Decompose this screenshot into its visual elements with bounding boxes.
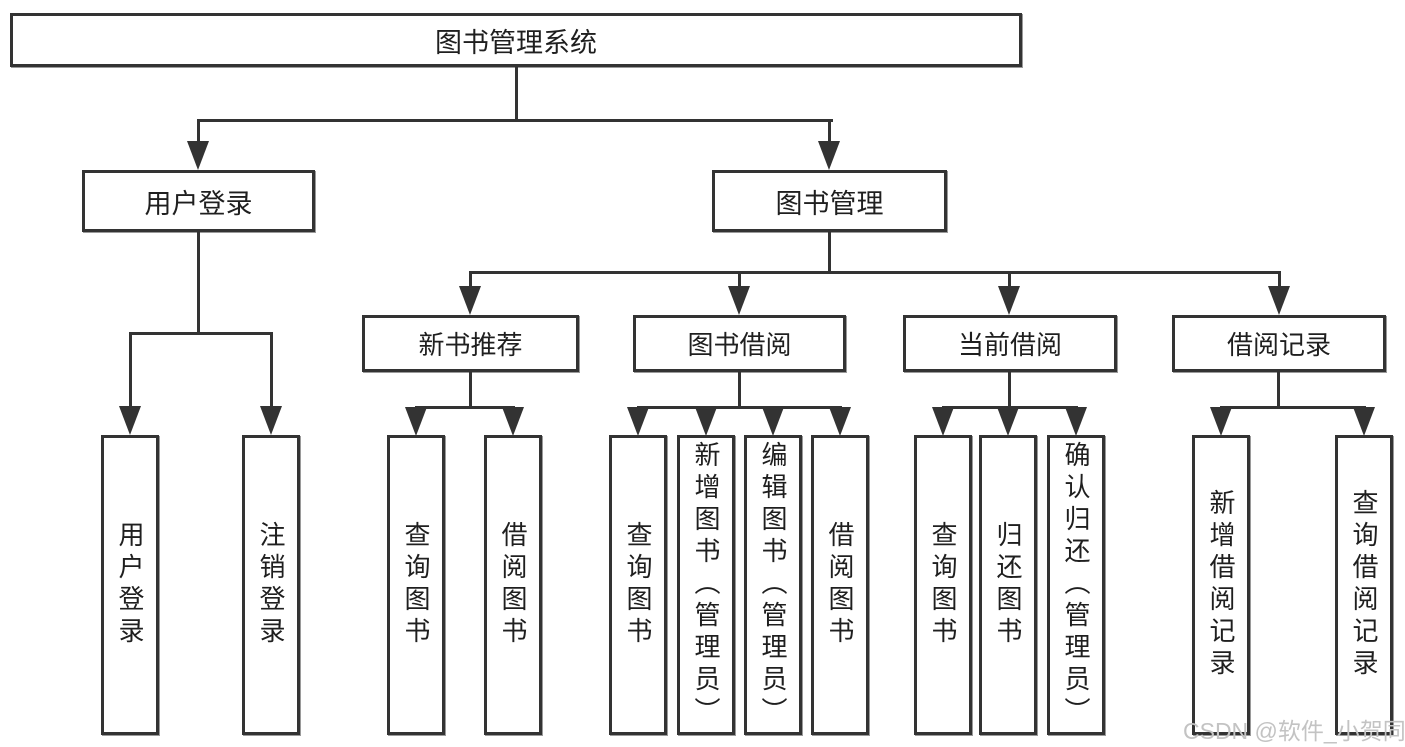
connector <box>828 119 831 145</box>
csdn-watermark: CSDN @软件_小贺同学 <box>1183 718 1405 744</box>
node-leaf-add-borrow-record: 新增借阅记录 <box>1192 435 1250 735</box>
connector <box>1008 371 1011 409</box>
node-book-management: 图书管理 <box>712 170 947 232</box>
node-label: 图书管理 <box>775 188 884 219</box>
node-label: 查询图书 <box>401 521 431 649</box>
node-label: 注销登录 <box>256 521 286 649</box>
node-label: 新书推荐 <box>418 330 523 360</box>
node-leaf-add-books-admin: 新增图书（管理员） <box>677 435 735 735</box>
node-leaf-logout: 注销登录 <box>242 435 300 735</box>
node-borrow-record: 借阅记录 <box>1172 315 1386 372</box>
node-leaf-query-books-current: 查询图书 <box>914 435 972 735</box>
node-label: 归还图书 <box>993 521 1023 649</box>
connector <box>469 271 472 289</box>
arrow-down-icon <box>728 286 750 315</box>
arrow-down-icon <box>932 407 954 436</box>
node-label: 查询图书 <box>928 521 958 649</box>
connector <box>197 119 200 145</box>
node-label: 用户登录 <box>115 521 145 649</box>
connector <box>515 67 518 121</box>
connector <box>129 332 132 408</box>
arrow-down-icon <box>829 407 851 436</box>
node-leaf-return-books: 归还图书 <box>979 435 1037 735</box>
arrow-down-icon <box>119 406 141 435</box>
arrow-down-icon <box>260 406 282 435</box>
node-label: 当前借阅 <box>957 330 1062 360</box>
node-label: 图书管理系统 <box>435 27 597 58</box>
connector <box>637 406 842 409</box>
node-new-book-recommend: 新书推荐 <box>362 315 579 372</box>
node-book-borrow: 图书借阅 <box>633 315 846 372</box>
node-label: 借阅图书 <box>498 521 528 649</box>
connector <box>1278 271 1281 289</box>
arrow-down-icon <box>1268 286 1290 315</box>
node-leaf-query-books-recommend: 查询图书 <box>387 435 445 735</box>
node-label: 新增图书（管理员） <box>691 441 721 729</box>
node-leaf-user-login: 用户登录 <box>101 435 159 735</box>
connector <box>197 119 833 122</box>
connector <box>738 371 741 409</box>
arrow-down-icon <box>1065 407 1087 436</box>
node-label: 图书借阅 <box>687 330 792 360</box>
connector <box>1008 271 1011 289</box>
connector <box>738 271 741 289</box>
connector <box>197 232 200 334</box>
arrow-down-icon <box>998 286 1020 315</box>
arrow-down-icon <box>627 407 649 436</box>
node-leaf-borrow-books: 借阅图书 <box>811 435 869 735</box>
node-leaf-borrow-books-recommend: 借阅图书 <box>484 435 542 735</box>
node-leaf-confirm-return-admin: 确认归还（管理员） <box>1047 435 1105 735</box>
node-current-borrow: 当前借阅 <box>903 315 1117 372</box>
node-label: 借阅记录 <box>1226 330 1331 360</box>
arrow-down-icon <box>818 141 840 170</box>
arrow-down-icon <box>405 407 427 436</box>
connector <box>270 332 273 408</box>
arrow-down-icon <box>187 141 209 170</box>
node-leaf-edit-books-admin: 编辑图书（管理员） <box>744 435 802 735</box>
node-user-login: 用户登录 <box>82 170 315 232</box>
node-label: 新增借阅记录 <box>1206 489 1236 681</box>
node-label: 编辑图书（管理员） <box>758 441 788 729</box>
connector <box>469 371 472 409</box>
arrow-down-icon <box>1210 407 1232 436</box>
node-label: 用户登录 <box>144 188 253 219</box>
node-label: 借阅图书 <box>825 521 855 649</box>
node-label: 确认归还（管理员） <box>1061 441 1091 729</box>
connector <box>828 232 831 274</box>
arrow-down-icon <box>502 407 524 436</box>
connector <box>1220 406 1366 409</box>
node-leaf-query-borrow-record: 查询借阅记录 <box>1335 435 1393 735</box>
arrow-down-icon <box>997 407 1019 436</box>
connector <box>469 271 1281 274</box>
arrow-down-icon <box>459 286 481 315</box>
arrow-down-icon <box>695 407 717 436</box>
connector <box>415 406 515 409</box>
node-leaf-query-books-borrow: 查询图书 <box>609 435 667 735</box>
node-label: 查询借阅记录 <box>1349 489 1379 681</box>
arrow-down-icon <box>762 407 784 436</box>
connector <box>1277 371 1280 409</box>
arrow-down-icon <box>1353 407 1375 436</box>
connector <box>129 332 273 335</box>
node-root-library-system: 图书管理系统 <box>10 13 1022 67</box>
node-label: 查询图书 <box>623 521 653 649</box>
